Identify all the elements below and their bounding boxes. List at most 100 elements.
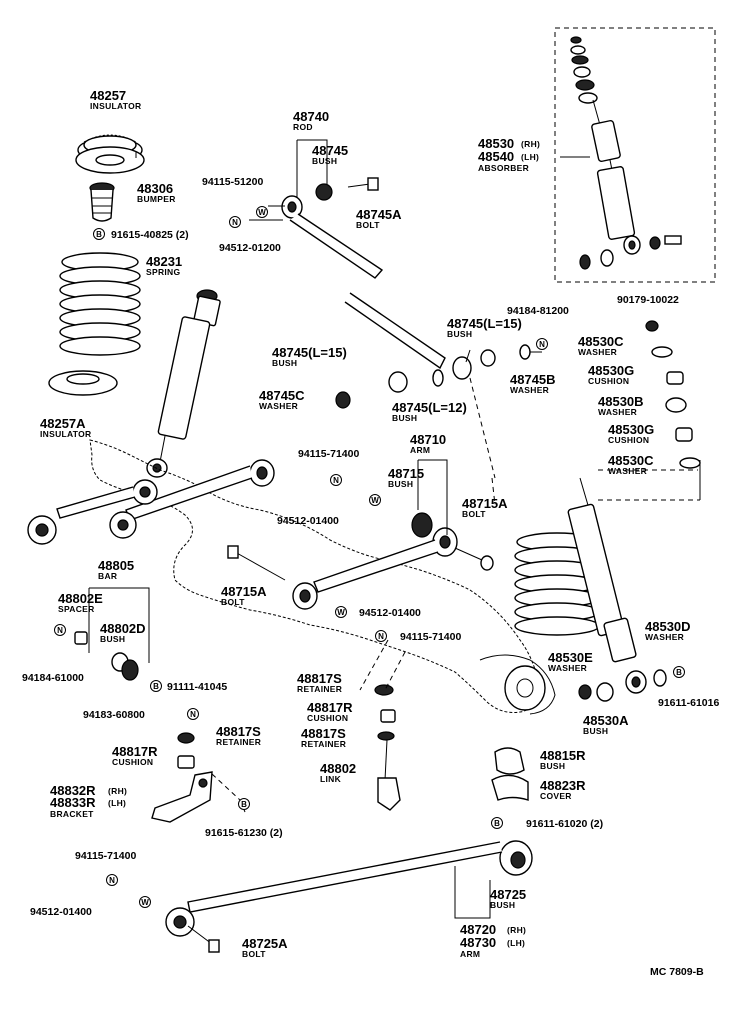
part-number: 48306 [137,181,173,196]
bush-48745-L15-drawing [480,349,496,367]
part-name: SPACER [58,604,95,614]
part-number: 48715 [388,466,424,481]
cushion-48817R-a-drawing [380,709,396,723]
part-number: 48805 [98,558,134,573]
part-number: 94115-51200 [202,176,263,188]
insulator-48257-drawing [75,134,145,174]
part-name: BUSH [272,358,297,368]
washer-48530D-drawing [653,669,667,687]
part-number: 48530G [608,422,654,437]
part-name: BOLT [242,949,266,959]
part-number: 48530 [478,136,514,151]
part-name: BAR [98,571,117,581]
part-number: 48745C [259,388,305,403]
part-number: 48720 [460,922,496,937]
part-name: CUSHION [112,757,153,767]
part-variant: (RH) [521,139,540,149]
bush-48745-L15b-drawing [388,371,408,393]
marker-text: N [539,340,545,349]
arm-48710-right-drawing [292,512,494,610]
lateral-arm-48720-drawing [165,840,533,953]
part-number: 48715A [221,584,267,599]
marker-text: W [258,208,266,217]
part-number: 48745B [510,372,556,387]
part-name: BOLT [356,220,380,230]
part-name: BUSH [583,726,608,736]
part-name: BUSH [312,156,337,166]
bolt-marker-icon [491,817,503,829]
insulator-48257A-drawing [48,370,118,396]
part-number: 48231 [146,254,182,269]
control-arm-48710-drawing [27,459,275,545]
marker-text: B [494,819,500,828]
part-name: INSULATOR [90,101,142,111]
stabilizer-bar-48805-drawing [111,624,478,827]
washer-48530C-bot-drawing [679,457,701,469]
part-number: 48802D [100,621,146,636]
part-number: 94115-71400 [400,631,461,643]
part-number: 48530A [583,713,629,728]
part-name: BUSH [100,634,125,644]
right-shock-absorber-drawing [567,477,647,694]
part-number: 48817S [301,726,346,741]
marker-text: B [96,230,102,239]
bracket-48832R-drawing [151,771,213,823]
diagram-code: MC 7809-B [650,966,704,978]
marker-text: W [141,898,149,907]
part-number: 94512-01400 [30,906,92,918]
part-name: WASHER [510,385,549,395]
part-number: 91611-61016 [658,697,719,709]
part-number: 91615-40825 (2) [111,229,189,241]
part-number: 48745(L=15) [447,316,522,331]
marker-text: N [190,710,196,719]
bolt-marker-icon [238,798,250,810]
washer-48530C-top-drawing [651,346,673,358]
part-number: 48833R [50,795,96,810]
part-name: WASHER [578,347,617,357]
part-variant: (LH) [507,938,525,948]
part-number: 48802E [58,591,103,606]
cushion-48530G-bot-drawing [675,427,693,442]
part-number: 48725 [490,887,526,902]
part-number: 94512-01400 [359,607,421,619]
part-name: COVER [540,791,572,801]
bumper-48306-drawing [89,182,115,222]
nut-marker-icon [330,474,342,486]
part-number: 48730 [460,935,496,950]
nut-marker-icon [106,874,118,886]
part-name: WASHER [259,401,298,411]
part-name: BUSH [388,479,413,489]
bush-48745-drawing [315,183,333,201]
part-name: RETAINER [216,737,261,747]
washer-marker-icon [369,494,381,506]
marker-symbols: B N W N N W N B W N B N B B N W [54,206,685,908]
part-number: 94184-81200 [507,305,569,317]
washer-48745B-drawing [519,344,531,360]
bush-48745-L12-drawing [432,369,444,387]
part-number: 48740 [293,109,329,124]
bolt-marker-icon [150,680,162,692]
marker-text: N [232,218,238,227]
part-number: 94512-01200 [219,242,281,254]
part-number: 48815R [540,748,586,763]
part-name: WASHER [645,632,684,642]
part-number: 48745 [312,143,348,158]
rod-48740-drawing [281,195,472,380]
part-number: 48725A [242,936,288,951]
left-shock-absorber-drawing [146,289,221,478]
part-number: 48817S [297,671,342,686]
part-number: 48817R [307,700,353,715]
part-number: 94183-60800 [83,709,145,721]
part-number: 48745A [356,207,402,222]
part-number: 91615-61230 (2) [205,827,283,839]
upper-absorber-exploded [570,36,682,270]
cover-48823R-drawing [491,774,529,801]
coil-spring-48231-drawing [59,252,141,356]
cushion-48817R-b-drawing [177,755,195,769]
spacer-48802E-drawing [74,631,88,645]
marker-text: N [333,476,339,485]
bush-48530A-drawing [596,682,614,702]
part-name: RETAINER [297,684,342,694]
part-number: 48832R [50,783,96,798]
